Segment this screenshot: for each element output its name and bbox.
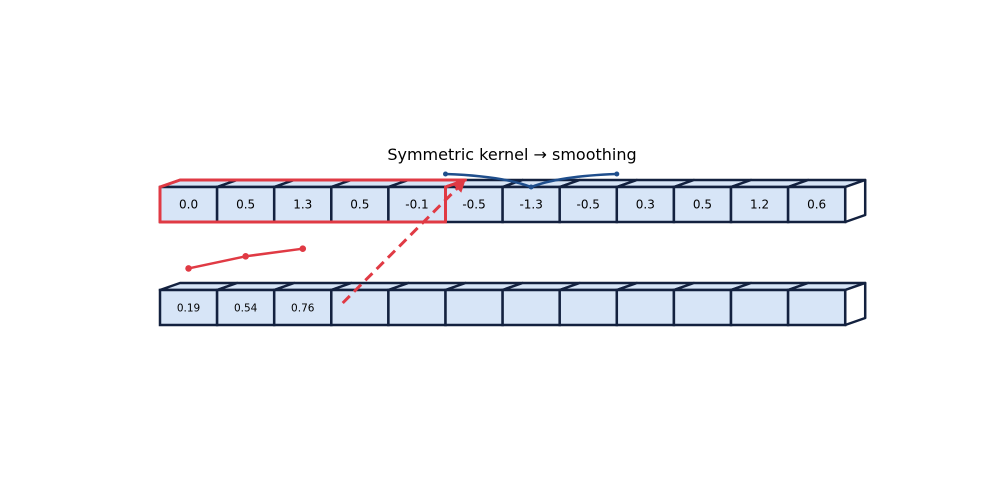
input-cell-value: 1.3 bbox=[293, 198, 312, 212]
output-cell bbox=[444, 288, 504, 327]
kernel-output-arrow bbox=[341, 182, 463, 305]
input-cell bbox=[330, 185, 390, 224]
output-cell bbox=[558, 288, 619, 327]
input-cell bbox=[215, 185, 276, 224]
output-cell bbox=[786, 288, 847, 327]
output-row: 0.19 0.54 0.76 bbox=[158, 281, 867, 327]
output-trace-point bbox=[242, 253, 249, 260]
output-cell bbox=[729, 288, 790, 327]
input-cell-value: 0.5 bbox=[350, 198, 369, 212]
input-cell bbox=[729, 185, 790, 224]
input-cell-value: -0.1 bbox=[405, 198, 428, 212]
output-cell-value: 0.19 bbox=[177, 303, 200, 315]
output-cell bbox=[672, 288, 733, 327]
output-cell bbox=[615, 288, 676, 327]
output-cell bbox=[330, 288, 390, 327]
input-cell-value: -0.5 bbox=[577, 198, 600, 212]
input-row: 0.0 0.5 1.3 0.5 -0.1 -0.5 -1.3 -0.5 0.3 0.5 1.2 0.6 bbox=[158, 178, 867, 224]
kernel-curve-point bbox=[443, 171, 448, 177]
kernel-curve-point bbox=[614, 171, 620, 177]
output-row-side-face bbox=[843, 281, 867, 327]
input-cell-value: 0.5 bbox=[236, 198, 255, 212]
input-cell bbox=[501, 185, 561, 224]
output-cell-value: 0.76 bbox=[291, 303, 315, 315]
diagram-title: Symmetric kernel → smoothing bbox=[387, 145, 636, 164]
input-cell bbox=[786, 185, 847, 224]
output-cell bbox=[501, 288, 561, 327]
kernel-curve-point bbox=[528, 184, 534, 190]
output-cell-value: 0.54 bbox=[234, 303, 258, 315]
input-cell-value: 0.0 bbox=[179, 198, 198, 212]
input-cell-value: -1.3 bbox=[519, 198, 542, 212]
input-row-side-face bbox=[843, 178, 867, 224]
output-cell bbox=[215, 288, 276, 327]
output-trace-point bbox=[185, 265, 192, 272]
input-cell-value: 0.5 bbox=[693, 198, 712, 212]
input-cell-value: 1.2 bbox=[750, 198, 769, 212]
kernel-output-arrowhead bbox=[452, 180, 466, 193]
input-cell bbox=[558, 185, 619, 224]
overlay bbox=[158, 171, 620, 305]
output-cell bbox=[387, 288, 447, 327]
output-trace-point bbox=[299, 245, 307, 252]
input-cell-value: 0.6 bbox=[807, 198, 826, 212]
input-cell-value: 0.3 bbox=[636, 198, 655, 212]
input-cell-value: -0.5 bbox=[462, 198, 485, 212]
